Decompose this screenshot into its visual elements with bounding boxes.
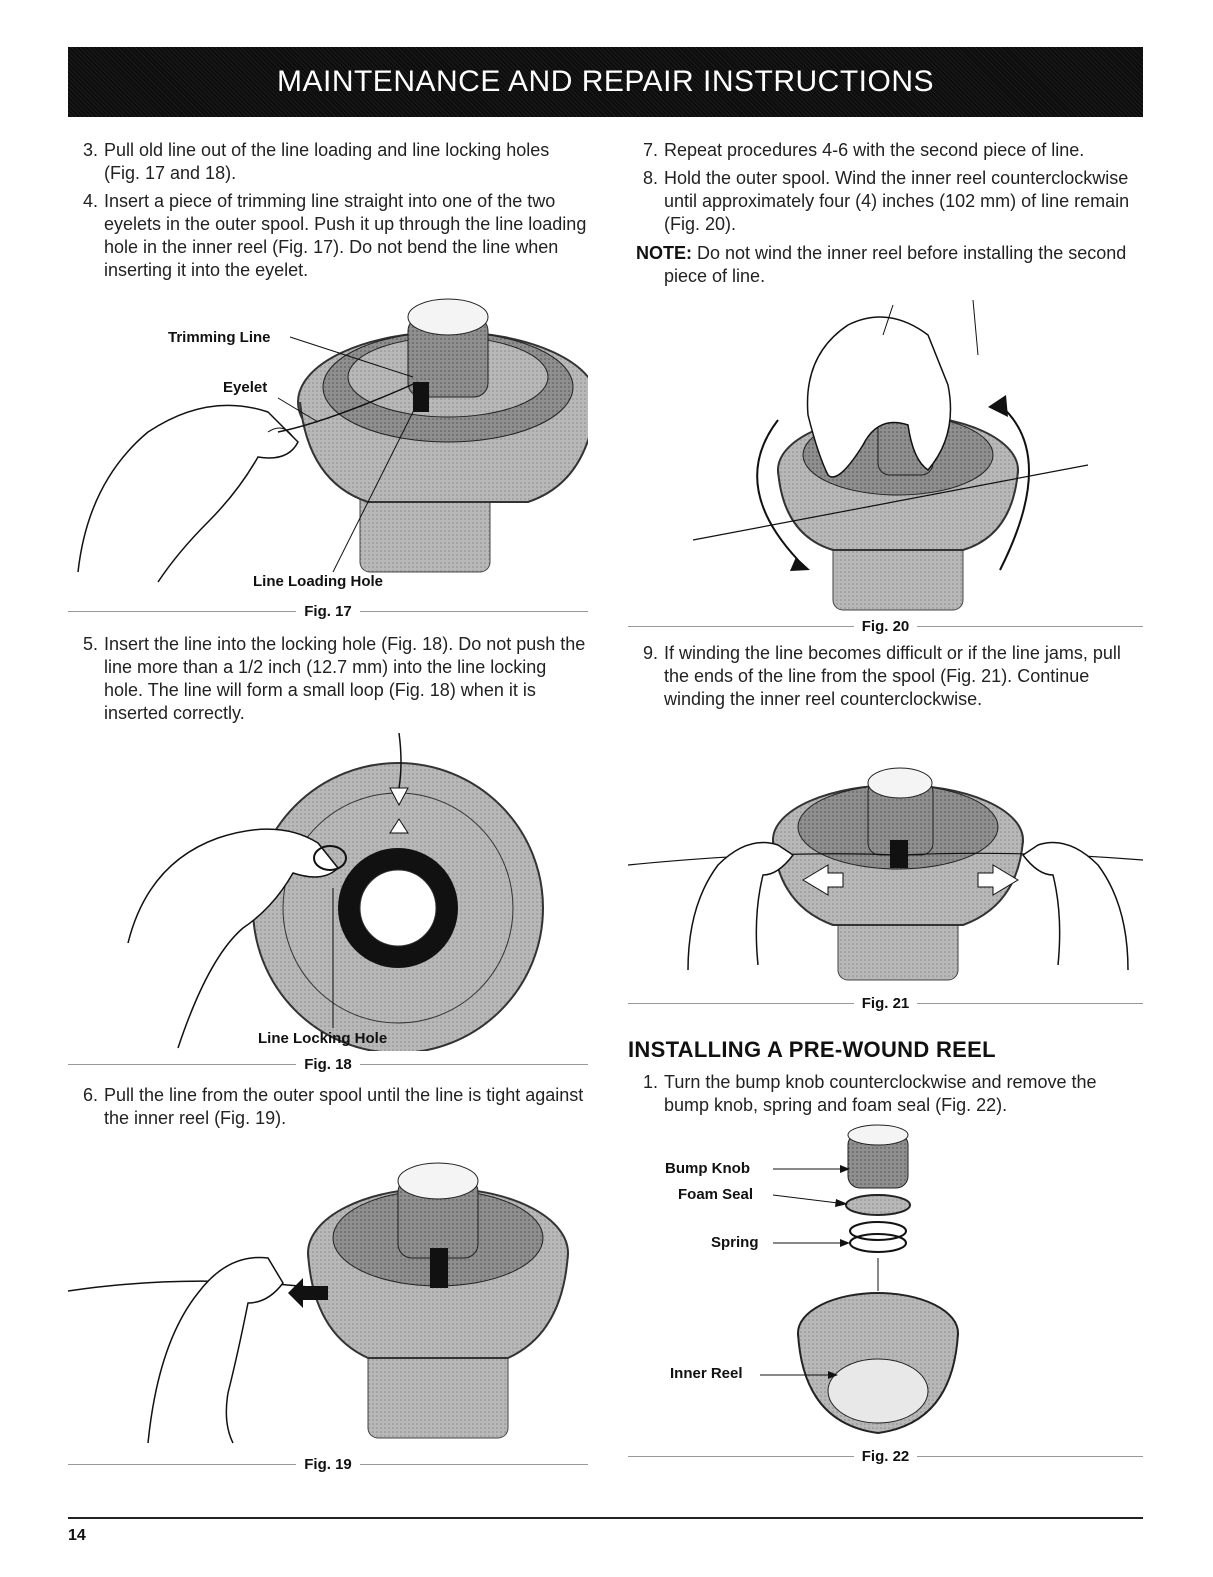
figure-18-caption: Fig. 18 — [68, 1054, 589, 1074]
step-8: 8 Hold the outer spool. Wind the inner r… — [628, 167, 1143, 236]
caption-text: Fig. 21 — [861, 994, 910, 1012]
step-text: Hold the outer spool. Wind the inner ree… — [664, 168, 1130, 234]
figure-22-caption: Fig. 22 — [628, 1446, 1144, 1466]
step-text: Turn the bump knob counterclockwise and … — [664, 1072, 1097, 1115]
figure-22: Bump Knob Foam Seal Spring Inner Reel — [628, 1123, 1143, 1443]
step-6: 6 Pull the line from the outer spool unt… — [68, 1084, 588, 1130]
section-title: INSTALLING A PRE-WOUND REEL — [628, 1037, 996, 1062]
figure-17: Trimming Line Eyelet Line Loading Hole — [68, 282, 588, 594]
label-eyelet: Eyelet — [223, 379, 267, 396]
step-text: Pull old line out of the line loading an… — [104, 140, 550, 183]
page-number: 14 — [68, 1527, 86, 1544]
label-inner-reel: Inner Reel — [670, 1365, 743, 1382]
caption-text: Fig. 18 — [304, 1055, 352, 1073]
figure-18: Line Locking Hole — [68, 733, 588, 1051]
exploded-parts-illustration: Bump Knob Foam Seal Spring Inner Reel — [665, 1124, 959, 1435]
pull-ends-illustration — [628, 767, 1143, 981]
caption-text: Fig. 17 — [304, 602, 352, 620]
section-step-1: 1 Turn the bump knob counterclockwise an… — [628, 1071, 1143, 1117]
step-number: 4 — [68, 190, 98, 213]
label-line-locking-hole: Line Locking Hole — [258, 1030, 387, 1047]
figure-21 — [628, 755, 1143, 990]
header-banner: MAINTENANCE AND REPAIR INSTRUCTIONS — [68, 47, 1143, 117]
step-number: 5 — [68, 633, 98, 656]
caption-text: Fig. 22 — [861, 1447, 910, 1465]
label-spring: Spring — [711, 1234, 759, 1251]
step-9: 9 If winding the line becomes difficult … — [628, 642, 1143, 711]
step-3: 3 Pull old line out of the line loading … — [68, 139, 588, 185]
step-number: 8 — [628, 167, 658, 190]
step-4: 4 Insert a piece of trimming line straig… — [68, 190, 588, 282]
figure-17-caption: Fig. 17 — [68, 601, 589, 621]
figure-19 — [68, 1143, 588, 1451]
step-text: Insert the line into the locking hole (F… — [104, 634, 586, 723]
step-number: 1 — [628, 1071, 658, 1094]
step-7: 7 Repeat procedures 4-6 with the second … — [628, 139, 1148, 162]
wind-reel-illustration — [692, 299, 1089, 611]
step-text: Repeat procedures 4-6 with the second pi… — [664, 140, 1085, 160]
note: NOTE: Do not wind the inner reel before … — [636, 242, 1143, 288]
note-text: Do not wind the inner reel before instal… — [664, 243, 1127, 286]
label-trimming-line: Trimming Line — [168, 329, 271, 346]
step-number: 6 — [68, 1084, 98, 1107]
figure-20-caption: Fig. 20 — [628, 616, 1144, 636]
label-bump-knob: Bump Knob — [665, 1160, 750, 1177]
step-text: If winding the line becomes difficult or… — [664, 643, 1121, 709]
locking-hole-illustration: Line Locking Hole — [127, 733, 544, 1051]
spool-loading-illustration: Trimming Line Eyelet Line Loading Hole — [77, 298, 588, 590]
figure-19-caption: Fig. 19 — [68, 1454, 589, 1474]
step-number: 9 — [628, 642, 658, 665]
label-foam-seal: Foam Seal — [678, 1186, 753, 1203]
note-label: NOTE: — [636, 243, 692, 263]
footer-rule — [68, 1517, 1143, 1519]
step-text: Insert a piece of trimming line straight… — [104, 191, 587, 280]
figure-21-caption: Fig. 21 — [628, 993, 1144, 1013]
step-text: Pull the line from the outer spool until… — [104, 1085, 584, 1128]
step-5: 5 Insert the line into the locking hole … — [68, 633, 588, 725]
label-line-loading-hole: Line Loading Hole — [253, 573, 383, 590]
step-number: 7 — [628, 139, 658, 162]
page-title: MAINTENANCE AND REPAIR INSTRUCTIONS — [276, 65, 934, 98]
pull-line-illustration — [68, 1162, 569, 1444]
step-number: 3 — [68, 139, 98, 162]
caption-text: Fig. 20 — [861, 617, 910, 635]
caption-text: Fig. 19 — [304, 1455, 352, 1473]
figure-20 — [628, 295, 1143, 613]
